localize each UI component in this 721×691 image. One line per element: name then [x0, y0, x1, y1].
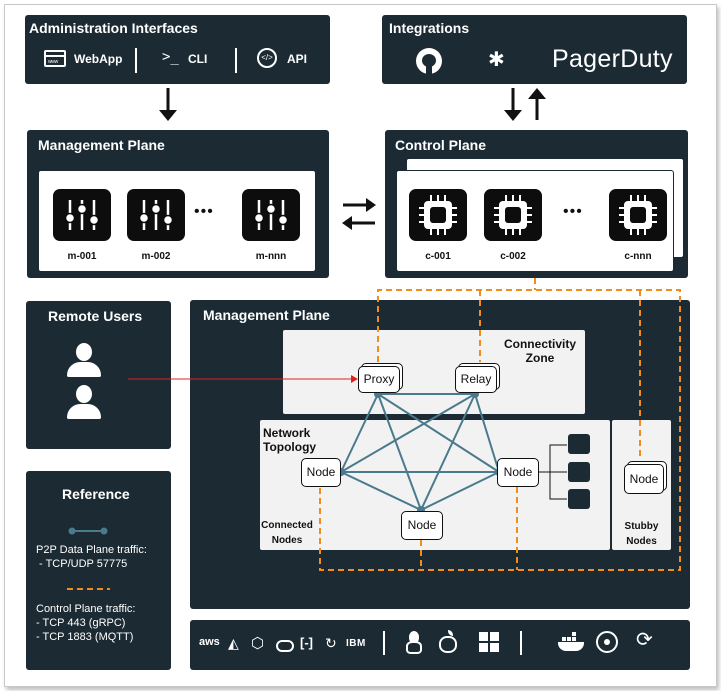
admin-interfaces-title: Administration Interfaces	[29, 20, 198, 36]
webapp-label: WebApp	[74, 52, 123, 66]
api-label: API	[287, 52, 308, 66]
gcp-icon: ⬡	[251, 635, 265, 652]
control-detail-grpc: - TCP 443 (gRPC)	[36, 617, 126, 629]
connected-node: Node	[401, 511, 443, 540]
arrow-right	[343, 198, 376, 212]
cpu-chip-icon	[484, 189, 542, 241]
p2p-label: P2P Data Plane traffic:	[36, 544, 147, 556]
cli-label: CLI	[188, 52, 208, 66]
slack-icon: ✱	[488, 49, 505, 71]
proxy-node: Proxy	[358, 366, 400, 393]
remote-users-title: Remote Users	[48, 308, 143, 324]
ellipsis: •••	[194, 203, 214, 220]
separator	[235, 48, 237, 73]
control-node-label: c-002	[500, 251, 526, 262]
control-plane-traffic	[319, 278, 681, 571]
terminal-prompt-icon: >_	[162, 49, 179, 65]
stubby-nodes-label: Stubby Nodes	[624, 521, 659, 547]
separator	[135, 48, 137, 73]
control-node-label: c-001	[425, 251, 451, 262]
oracle-icon	[276, 640, 294, 652]
webapp-icon: www	[44, 50, 66, 67]
control-node-label: c-nnn	[624, 251, 652, 262]
github-icon	[416, 48, 442, 74]
api-code-icon: </>	[257, 48, 277, 68]
digitalocean-icon: ↻	[325, 635, 337, 651]
arrow-up	[528, 88, 546, 120]
network-topology-title: Network Topology	[263, 426, 317, 454]
sync-icon: ⟳	[636, 629, 653, 651]
p2p-mesh-endpoints	[337, 390, 503, 514]
ibm-icon: IBM	[346, 638, 366, 649]
connected-nodes-label: Connected Nodes	[261, 520, 313, 546]
admin-interfaces-box: Administration Interfaces www WebApp >_ …	[25, 15, 330, 84]
windows-icon	[479, 632, 499, 652]
aws-icon: aws	[199, 636, 220, 648]
connected-node: Node	[497, 458, 539, 487]
relay-node: Relay	[455, 366, 497, 393]
integrations-box: Integrations ✱ PagerDuty	[382, 15, 687, 84]
p2p-mesh	[340, 393, 500, 511]
remote-users-box: Remote Users	[26, 301, 171, 449]
arrow-left	[342, 216, 375, 230]
control-plane-title: Control Plane	[395, 137, 487, 153]
control-label: Control Plane traffic:	[36, 603, 136, 615]
arrow-down	[159, 88, 177, 121]
separator	[520, 631, 522, 655]
kubernetes-icon	[596, 631, 618, 653]
cpu-chip-icon	[409, 189, 467, 241]
connected-node: Node	[301, 458, 341, 487]
alibaba-icon: [-]	[300, 635, 313, 650]
management-plane-main-title: Management Plane	[203, 307, 330, 323]
sliders-icon	[127, 189, 185, 241]
legend-p2p-line	[68, 527, 108, 535]
linux-icon	[405, 631, 423, 655]
subnet-links	[538, 444, 567, 500]
user-icon	[67, 385, 101, 419]
cpu-chip-icon	[609, 189, 667, 241]
management-node-label: m-nnn	[255, 251, 287, 262]
connectivity-zone	[283, 330, 585, 414]
remote-access-link	[128, 375, 358, 383]
subnet-devices	[568, 434, 590, 509]
apple-icon	[438, 630, 458, 654]
azure-icon: ◭	[228, 635, 239, 651]
connectivity-zone-title: Connectivity Zone	[503, 337, 576, 365]
management-node-label: m-001	[67, 251, 97, 262]
integrations-title: Integrations	[389, 20, 470, 36]
separator	[383, 631, 385, 655]
arrow-down	[504, 88, 522, 121]
docker-icon	[558, 632, 584, 651]
sliders-icon	[242, 189, 300, 241]
p2p-detail: - TCP/UDP 57775	[36, 558, 128, 570]
pagerduty-logo: PagerDuty	[552, 45, 673, 73]
user-icon	[67, 343, 101, 377]
management-plane-top-title: Management Plane	[38, 137, 165, 153]
control-detail-mqtt: - TCP 1883 (MQTT)	[36, 631, 134, 643]
ellipsis: •••	[563, 203, 583, 220]
reference-box: Reference P2P Data Plane traffic: - TCP/…	[26, 471, 171, 670]
reference-title: Reference	[62, 486, 130, 502]
sliders-icon	[53, 189, 111, 241]
stubby-node: Node	[624, 464, 664, 494]
management-node-label: m-002	[141, 251, 171, 262]
